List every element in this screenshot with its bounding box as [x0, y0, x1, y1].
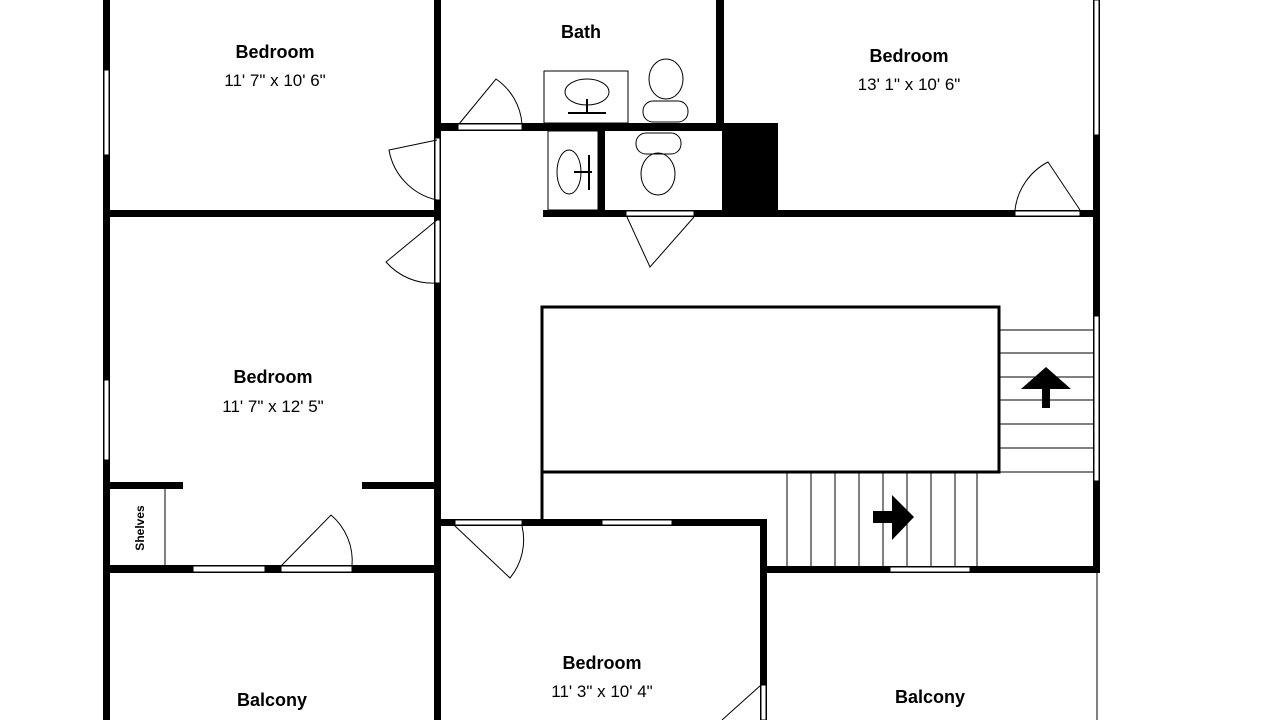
arrow-up-icon — [1021, 367, 1071, 408]
toilet-icon — [648, 58, 684, 100]
doors — [280, 78, 1081, 720]
bath-fixtures — [543, 58, 689, 211]
faucet-icon — [574, 155, 592, 190]
room-dimensions: 13' 1" x 10' 6" — [858, 75, 961, 94]
room-name: Bedroom — [869, 46, 948, 66]
stairs — [786, 329, 1093, 566]
walls — [103, 0, 1100, 720]
faucet-icon — [568, 99, 606, 114]
room-name: Bath — [561, 22, 601, 42]
room-dimensions: 11' 3" x 10' 4" — [551, 682, 652, 701]
room-labels: Bedroom 11' 7" x 10' 6" Bath Bedroom 13'… — [133, 22, 965, 710]
arrow-right-icon — [873, 495, 914, 540]
room-name: Bedroom — [233, 367, 312, 387]
room-name: Balcony — [237, 690, 307, 710]
room-name: Shelves — [133, 505, 147, 551]
room-dimensions: 11' 7" x 12' 5" — [222, 397, 323, 416]
room-name: Bedroom — [562, 653, 641, 673]
room-name: Balcony — [895, 687, 965, 707]
room-name: Bedroom — [235, 42, 314, 62]
room-dimensions: 11' 7" x 10' 6" — [224, 71, 325, 90]
vanity — [543, 70, 629, 124]
toilet-icon — [640, 152, 676, 196]
